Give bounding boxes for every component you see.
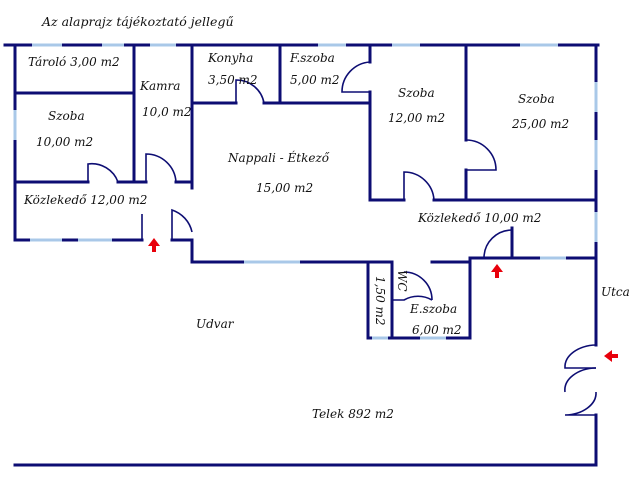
room-wc-area: 1,50 m2 <box>373 276 387 326</box>
room-fszoba-name: F.szoba <box>289 51 335 65</box>
room-fszoba-area: 5,00 m2 <box>290 73 340 87</box>
room-szoba3-area: 25,00 m2 <box>511 117 569 131</box>
entry-arrows <box>148 238 618 362</box>
outdoor-labels: Udvar Utca Telek 892 m2 <box>196 285 630 421</box>
gate-icon <box>564 344 597 369</box>
entry-arrow-icon <box>491 264 503 278</box>
room-kamra-name: Kamra <box>139 79 180 93</box>
room-tarolo: Tároló 3,00 m2 <box>28 55 120 69</box>
label-telek: Telek 892 m2 <box>312 407 394 421</box>
entry-arrow-icon <box>148 238 160 252</box>
room-konyha-area: 3,50 m2 <box>208 73 258 87</box>
door-arc-icon <box>483 229 513 259</box>
door-arc-icon <box>403 271 433 301</box>
room-szoba1-area: 10,00 m2 <box>36 135 93 149</box>
door-arc-icon <box>341 61 371 93</box>
gate-icon <box>564 367 597 393</box>
walls <box>3 43 600 467</box>
door-arc-icon <box>392 295 433 301</box>
room-eszoba-name: E.szoba <box>409 302 457 316</box>
room-nappali-area: 15,00 m2 <box>256 181 313 195</box>
room-konyha-name: Konyha <box>207 51 253 65</box>
room-nappali-name: Nappali - Étkező <box>227 150 330 165</box>
room-szoba3-name: Szoba <box>518 92 555 106</box>
room-eszoba-area: 6,00 m2 <box>412 323 462 337</box>
gate-icon <box>564 391 597 416</box>
doors <box>87 61 597 416</box>
door-arc-icon <box>465 139 497 171</box>
door-arc-icon <box>235 79 265 104</box>
windows <box>13 43 598 340</box>
room-kozlekedo1: Közlekedő 12,00 m2 <box>23 193 147 207</box>
label-udvar: Udvar <box>196 317 235 331</box>
room-kamra-area: 10,0 m2 <box>142 105 192 119</box>
room-wc-name: WC <box>395 270 409 292</box>
plan-title: Az alaprajz tájékoztató jellegű <box>41 14 234 29</box>
room-kozlekedo2: Közlekedő 10,00 m2 <box>417 211 541 225</box>
room-szoba2-name: Szoba <box>398 86 435 100</box>
room-szoba1-name: Szoba <box>48 109 85 123</box>
entry-arrow-icon <box>604 350 618 362</box>
door-arc-icon <box>171 208 193 240</box>
door-arc-icon <box>403 171 435 201</box>
label-utca: Utca <box>601 285 630 299</box>
door-arc-icon <box>145 153 177 183</box>
room-labels: Tároló 3,00 m2 Kamra 10,0 m2 Konyha 3,50… <box>23 51 569 337</box>
room-szoba2-area: 12,00 m2 <box>388 111 445 125</box>
door-arc-icon <box>87 162 119 183</box>
